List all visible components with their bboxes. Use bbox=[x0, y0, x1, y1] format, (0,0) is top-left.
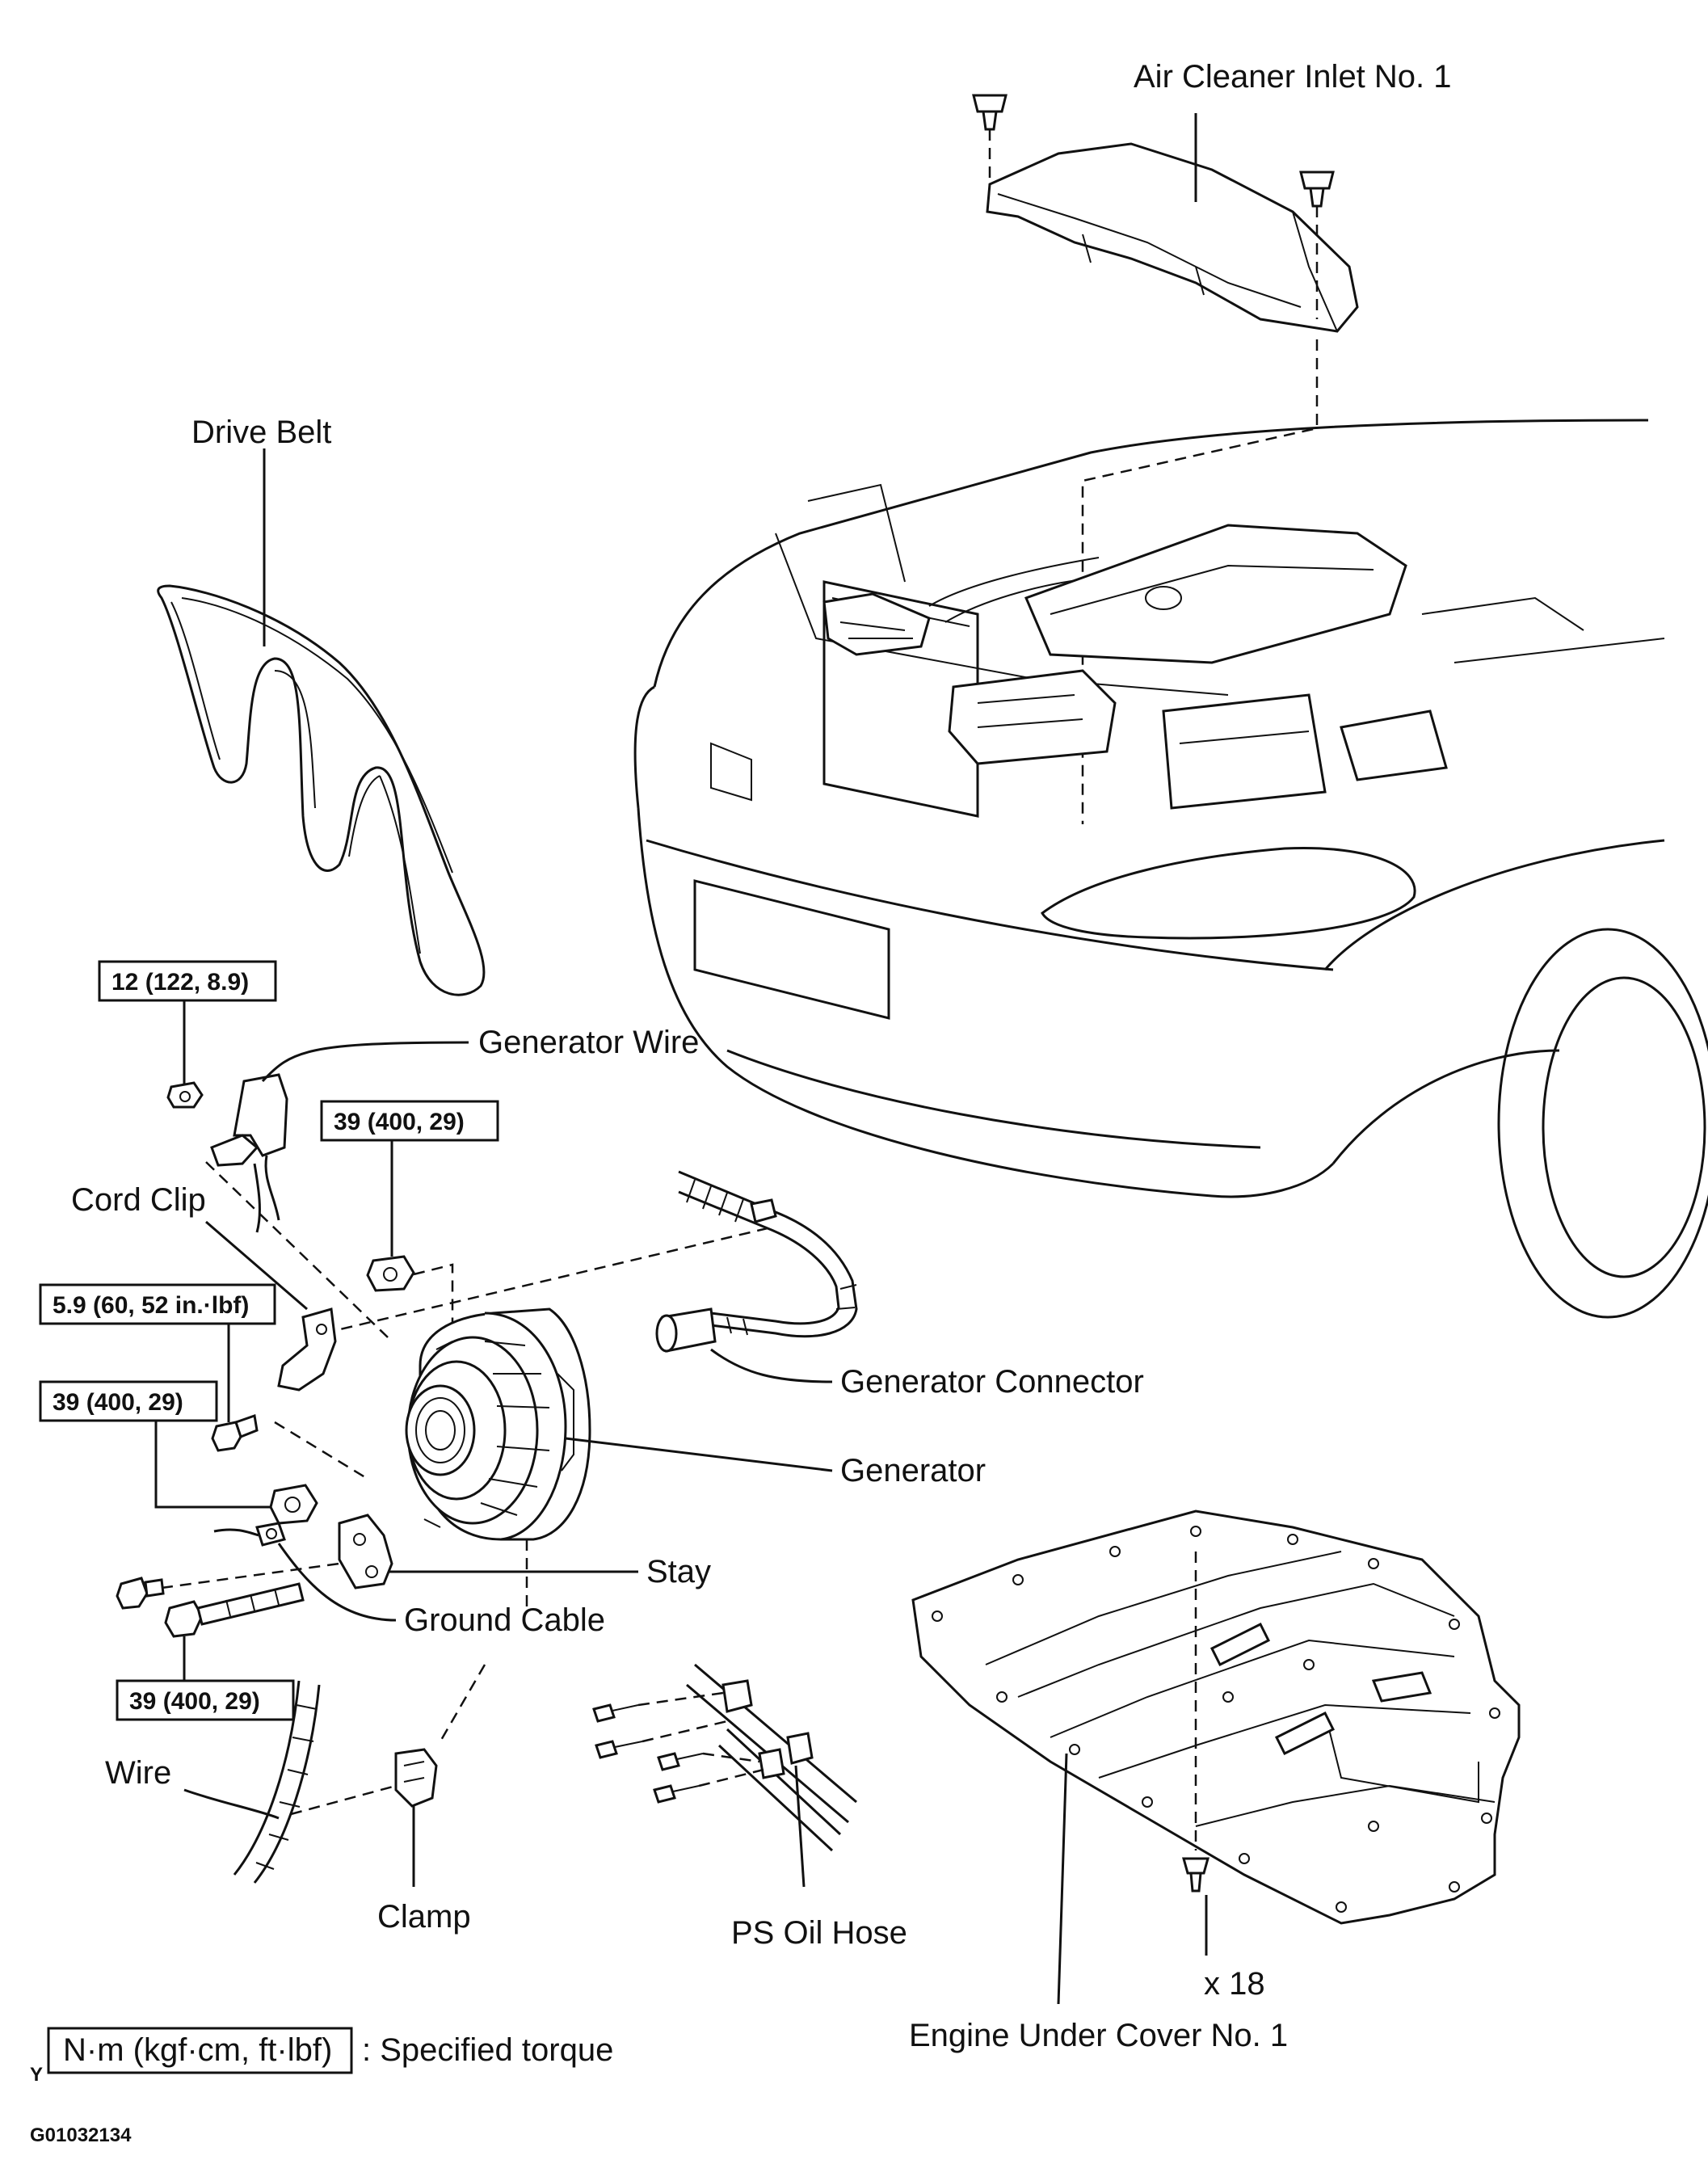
bolt-icon bbox=[592, 1703, 639, 1723]
bolt-icon bbox=[657, 1752, 704, 1771]
clamp-label: Clamp bbox=[377, 1899, 471, 1935]
torque-generator-wire-nut: 12 (122, 8.9) bbox=[111, 969, 249, 996]
drive-belt-part bbox=[157, 584, 486, 996]
nut-icon bbox=[166, 1081, 204, 1109]
clip-icon bbox=[1182, 1857, 1209, 1893]
ps-oil-hose-label: PS Oil Hose bbox=[731, 1915, 907, 1951]
ps-oil-hose-part bbox=[686, 1663, 857, 1852]
generator-wire-part bbox=[210, 1073, 288, 1233]
clip-icon bbox=[1299, 171, 1335, 208]
air-cleaner-inlet-part bbox=[986, 142, 1359, 333]
generator-connector-part bbox=[655, 1170, 858, 1353]
torque-cord-clip-bolt: 5.9 (60, 52 in.·lbf) bbox=[53, 1292, 249, 1319]
bolt-icon bbox=[653, 1784, 700, 1804]
wire-part bbox=[233, 1680, 321, 1884]
ground-cable-label: Ground Cable bbox=[404, 1602, 605, 1638]
bolt-icon bbox=[211, 1413, 259, 1452]
vehicle-front-outline bbox=[633, 419, 1708, 1319]
clip-count-label: x 18 bbox=[1204, 1966, 1265, 2002]
legend-description: : Specified torque bbox=[362, 2032, 613, 2068]
torque-box-cord-clip-bolt bbox=[39, 1283, 276, 1325]
air-cleaner-inlet-label: Air Cleaner Inlet No. 1 bbox=[1134, 59, 1452, 95]
wire-label: Wire bbox=[105, 1755, 171, 1791]
torque-box-generator-wire-nut bbox=[98, 960, 277, 1002]
engine-under-cover-part bbox=[911, 1509, 1521, 1925]
torque-box-through-bolt bbox=[116, 1679, 295, 1721]
figure-id: G01032134 bbox=[30, 2124, 132, 2146]
torque-through-bolt: 39 (400, 29) bbox=[129, 1688, 260, 1715]
torque-box-upper-nut bbox=[320, 1100, 499, 1142]
stay-label: Stay bbox=[646, 1554, 711, 1589]
generator-part bbox=[405, 1307, 591, 1541]
bolt-icon bbox=[595, 1740, 643, 1759]
generator-connector-label: Generator Connector bbox=[840, 1364, 1144, 1400]
nut-icon bbox=[366, 1255, 415, 1292]
cord-clip-part bbox=[277, 1307, 337, 1392]
clip-icon bbox=[972, 94, 1008, 131]
torque-upper-nut: 39 (400, 29) bbox=[334, 1109, 465, 1135]
torque-lower-nut: 39 (400, 29) bbox=[53, 1389, 183, 1416]
generator-wire-label: Generator Wire bbox=[478, 1025, 699, 1060]
engine-under-cover-label: Engine Under Cover No. 1 bbox=[909, 2018, 1288, 2053]
ground-cable-part bbox=[213, 1522, 286, 1547]
legend-unit-text: N·m (kgf·cm, ft·lbf) bbox=[63, 2032, 332, 2068]
drive-belt-label: Drive Belt bbox=[191, 415, 331, 450]
generator-label: Generator bbox=[840, 1453, 986, 1488]
legend-marker: Y bbox=[30, 2064, 43, 2086]
legend-unit-box bbox=[47, 2027, 353, 2074]
nut-icon bbox=[269, 1484, 318, 1525]
stay-part bbox=[338, 1514, 393, 1589]
clamp-part bbox=[394, 1748, 438, 1808]
bolt-icon bbox=[164, 1582, 305, 1638]
torque-box-lower-nut bbox=[39, 1380, 218, 1422]
bolt-icon bbox=[116, 1577, 165, 1610]
cord-clip-label: Cord Clip bbox=[71, 1182, 206, 1218]
